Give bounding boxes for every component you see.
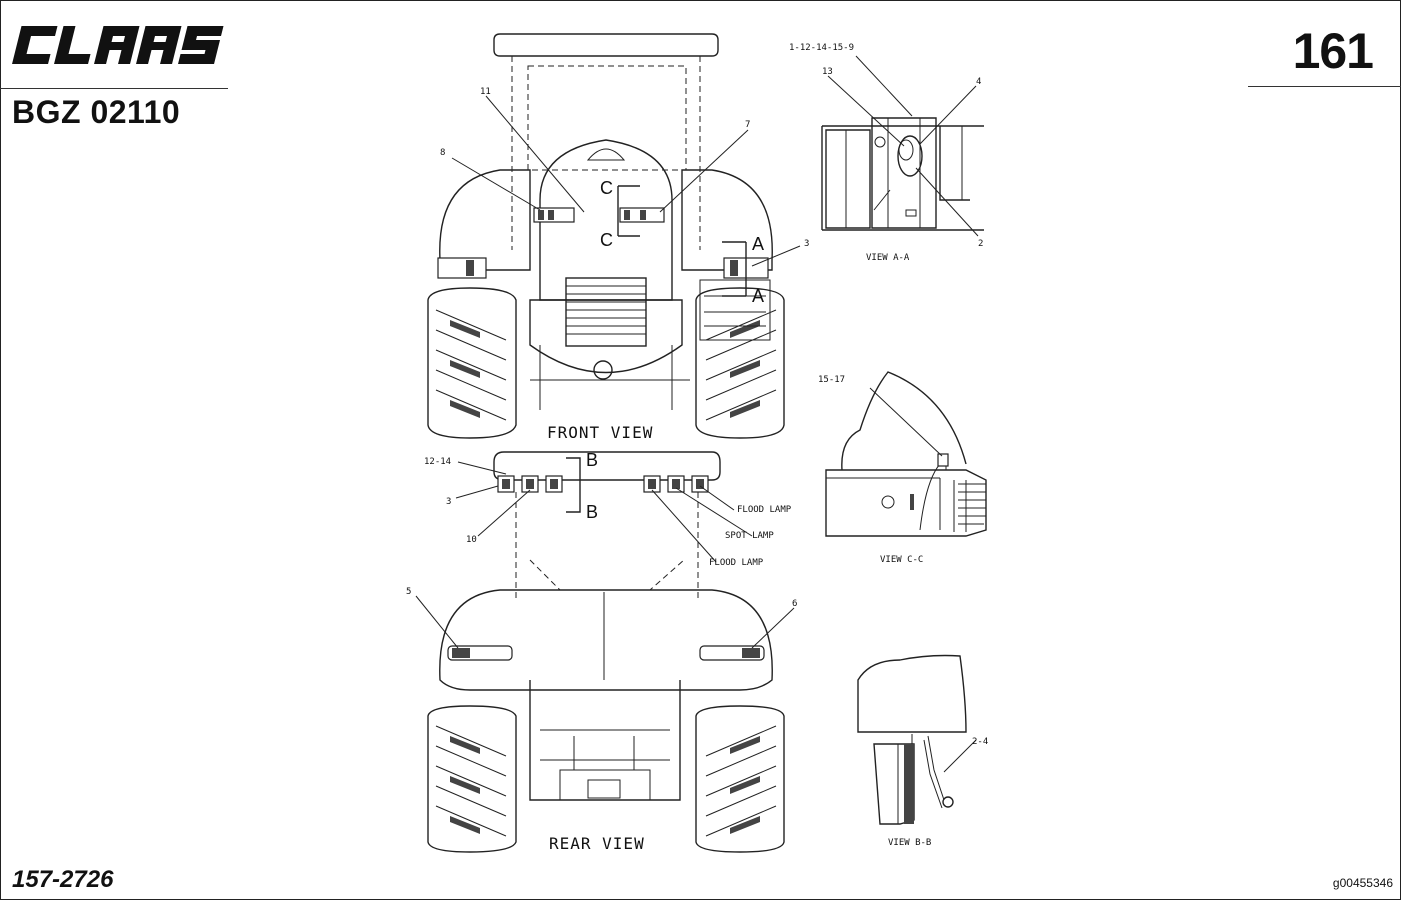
image-id: g00455346	[1332, 876, 1393, 890]
view-a-a-label: VIEW A-A	[866, 253, 910, 263]
callout-11: 11	[480, 87, 491, 97]
view-b-b-label: VIEW B-B	[888, 838, 931, 848]
callout-flood-lamp-2: FLOOD LAMP	[709, 558, 764, 568]
claas-logo	[12, 26, 224, 64]
callout-8: 8	[440, 148, 445, 158]
section-marker-a-bottom: A	[752, 286, 764, 306]
view-b-b-detail: 2-4	[857, 654, 988, 825]
rear-view-tractor	[427, 451, 785, 853]
section-marker-a-top: A	[752, 234, 764, 254]
section-marker-c-bottom: C	[600, 230, 613, 250]
callout-13: 13	[822, 67, 833, 77]
header-rule-right	[1248, 86, 1401, 87]
callout-flood-lamp-1: FLOOD LAMP	[737, 505, 792, 515]
section-marker-b-bottom: B	[586, 502, 598, 522]
view-a-a-detail: 1-12-14-15-9 13 4 2	[789, 43, 984, 249]
callout-10: 10	[466, 535, 477, 545]
callout-7: 7	[745, 120, 750, 130]
callout-spot-lamp: SPOT LAMP	[725, 531, 774, 541]
callout-4: 4	[976, 77, 981, 87]
rear-view-label: REAR VIEW	[549, 834, 645, 853]
document-code: BGZ 02110	[12, 94, 181, 130]
callout-12-14: 12-14	[424, 457, 451, 467]
callout-a-a-top: 1-12-14-15-9	[789, 43, 854, 53]
callout-5: 5	[406, 587, 411, 597]
callout-3: 3	[804, 239, 809, 249]
callout-2-4: 2-4	[972, 737, 988, 747]
front-view-tractor	[427, 33, 785, 439]
callout-15-17: 15-17	[818, 375, 845, 385]
section-marker-c-top: C	[600, 178, 613, 198]
view-c-c-label: VIEW C-C	[880, 555, 923, 565]
header-rule-left	[0, 88, 228, 89]
front-view-label: FRONT VIEW	[547, 423, 653, 442]
callout-6: 6	[792, 599, 797, 609]
callout-rear-3: 3	[446, 497, 451, 507]
callout-2: 2	[978, 239, 983, 249]
rear-view-callouts: 12-14 3 10 5 6 FLOOD LAMP SPOT LAMP FLOO…	[406, 450, 797, 649]
part-number: 157-2726	[12, 866, 114, 893]
section-marker-b-top: B	[586, 450, 598, 470]
page-number: 161	[1292, 23, 1374, 79]
view-c-c-detail: 15-17	[818, 371, 987, 537]
front-view-callouts: 11 8 7 3 C C A A	[440, 87, 809, 306]
